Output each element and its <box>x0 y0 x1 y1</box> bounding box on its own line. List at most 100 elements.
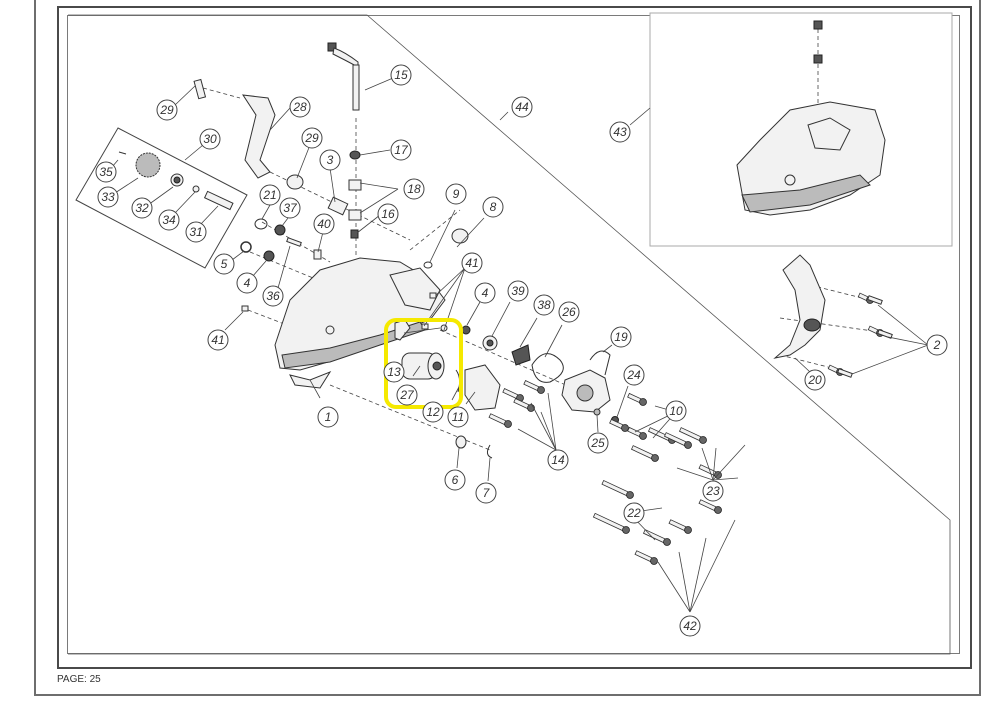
leader-42 <box>689 537 707 613</box>
callout-36[interactable]: 36 <box>262 285 284 307</box>
callout-28[interactable]: 28 <box>289 96 311 118</box>
svg-text:37: 37 <box>283 201 298 215</box>
callout-34[interactable]: 34 <box>158 209 180 231</box>
svg-text:38: 38 <box>537 298 551 312</box>
callout-29b[interactable]: 29 <box>301 127 323 149</box>
svg-text:3: 3 <box>327 153 334 167</box>
bolt-head <box>621 424 629 432</box>
seal-4 <box>263 250 275 262</box>
callout-4a[interactable]: 4 <box>236 272 258 294</box>
leader-20 <box>794 357 811 373</box>
dowel-41a <box>241 305 249 312</box>
leader-18 <box>359 182 399 190</box>
leader-1 <box>309 379 321 399</box>
leader-41b <box>435 267 466 296</box>
callout-26[interactable]: 26 <box>558 301 580 323</box>
shaft-31 <box>203 190 234 211</box>
svg-text:5: 5 <box>221 257 228 271</box>
highlight-box[interactable] <box>384 318 463 409</box>
leader-23 <box>676 467 714 481</box>
seal-4b <box>461 325 471 335</box>
svg-text:29: 29 <box>304 131 319 145</box>
callout-22[interactable]: 22 <box>623 502 645 524</box>
leader-44 <box>499 111 509 121</box>
svg-text:22: 22 <box>626 506 641 520</box>
leader-3 <box>329 167 336 203</box>
leader-43 <box>629 107 651 126</box>
part-3 <box>327 196 349 216</box>
callout-16[interactable]: 16 <box>377 203 399 225</box>
callout-41b[interactable]: 41 <box>461 252 483 274</box>
callout-35[interactable]: 35 <box>95 161 117 183</box>
callout-43[interactable]: 43 <box>609 121 631 143</box>
dash-line <box>439 329 601 401</box>
svg-text:4: 4 <box>482 286 489 300</box>
pin-35 <box>118 151 127 155</box>
callout-32[interactable]: 32 <box>131 197 153 219</box>
callout-25[interactable]: 25 <box>587 432 609 454</box>
callout-40[interactable]: 40 <box>313 213 335 235</box>
cap-8 <box>451 228 469 244</box>
callout-7[interactable]: 7 <box>475 482 497 504</box>
callout-6[interactable]: 6 <box>444 469 466 491</box>
leader-11 <box>465 391 476 405</box>
bolt-2b <box>877 329 893 339</box>
callout-8[interactable]: 8 <box>482 196 504 218</box>
impeller-38 <box>511 344 531 366</box>
bolt-head <box>622 526 630 534</box>
bolt-head <box>504 420 512 428</box>
svg-text:2: 2 <box>933 338 941 352</box>
callout-33[interactable]: 33 <box>97 186 119 208</box>
leader-36 <box>277 245 291 289</box>
callout-11[interactable]: 11 <box>447 406 469 428</box>
callout-29a[interactable]: 29 <box>156 99 178 121</box>
bolt-2c <box>837 368 853 378</box>
callout-18[interactable]: 18 <box>403 178 425 200</box>
callout-13[interactable]: 13 <box>383 361 405 383</box>
callout-39[interactable]: 39 <box>507 280 529 302</box>
callout-19[interactable]: 19 <box>610 326 632 348</box>
callout-37[interactable]: 37 <box>279 197 301 219</box>
callout-38[interactable]: 38 <box>533 294 555 316</box>
callout-20[interactable]: 20 <box>804 369 826 391</box>
leader-2 <box>887 336 929 346</box>
callout-24[interactable]: 24 <box>623 364 645 386</box>
callout-2[interactable]: 2 <box>926 334 948 356</box>
callout-17[interactable]: 17 <box>390 139 412 161</box>
callout-4b[interactable]: 4 <box>474 282 496 304</box>
callout-41a[interactable]: 41 <box>207 329 229 351</box>
bushing-18a <box>348 179 362 191</box>
callout-9[interactable]: 9 <box>445 183 467 205</box>
bearing-32-core <box>173 176 181 184</box>
callout-5[interactable]: 5 <box>213 253 235 275</box>
callout-44[interactable]: 44 <box>511 96 533 118</box>
callout-12[interactable]: 12 <box>422 401 444 423</box>
bushing-40 <box>313 249 322 260</box>
bolt-group <box>488 292 884 565</box>
callout-14[interactable]: 14 <box>547 449 569 471</box>
svg-text:16: 16 <box>381 207 395 221</box>
leader-31 <box>199 205 219 226</box>
callout-31[interactable]: 31 <box>185 221 207 243</box>
svg-text:13: 13 <box>387 365 401 379</box>
callout-1[interactable]: 1 <box>317 406 339 428</box>
callout-3[interactable]: 3 <box>319 149 341 171</box>
callout-27[interactable]: 27 <box>396 384 418 406</box>
callout-30[interactable]: 30 <box>199 128 221 150</box>
callout-23[interactable]: 23 <box>702 480 724 502</box>
svg-text:12: 12 <box>426 405 440 419</box>
bolt-head <box>639 398 647 406</box>
leader-40 <box>317 231 324 253</box>
leader-14 <box>530 402 557 451</box>
callout-10[interactable]: 10 <box>665 400 687 422</box>
svg-text:18: 18 <box>407 182 421 196</box>
callout-21[interactable]: 21 <box>259 184 281 206</box>
leader-24 <box>616 385 629 418</box>
svg-text:26: 26 <box>561 305 576 319</box>
svg-text:7: 7 <box>483 486 491 500</box>
water-pump-19 <box>561 350 611 413</box>
callout-42[interactable]: 42 <box>679 615 701 637</box>
leader-38 <box>519 317 538 348</box>
svg-text:34: 34 <box>162 213 176 227</box>
callout-15[interactable]: 15 <box>390 64 412 86</box>
